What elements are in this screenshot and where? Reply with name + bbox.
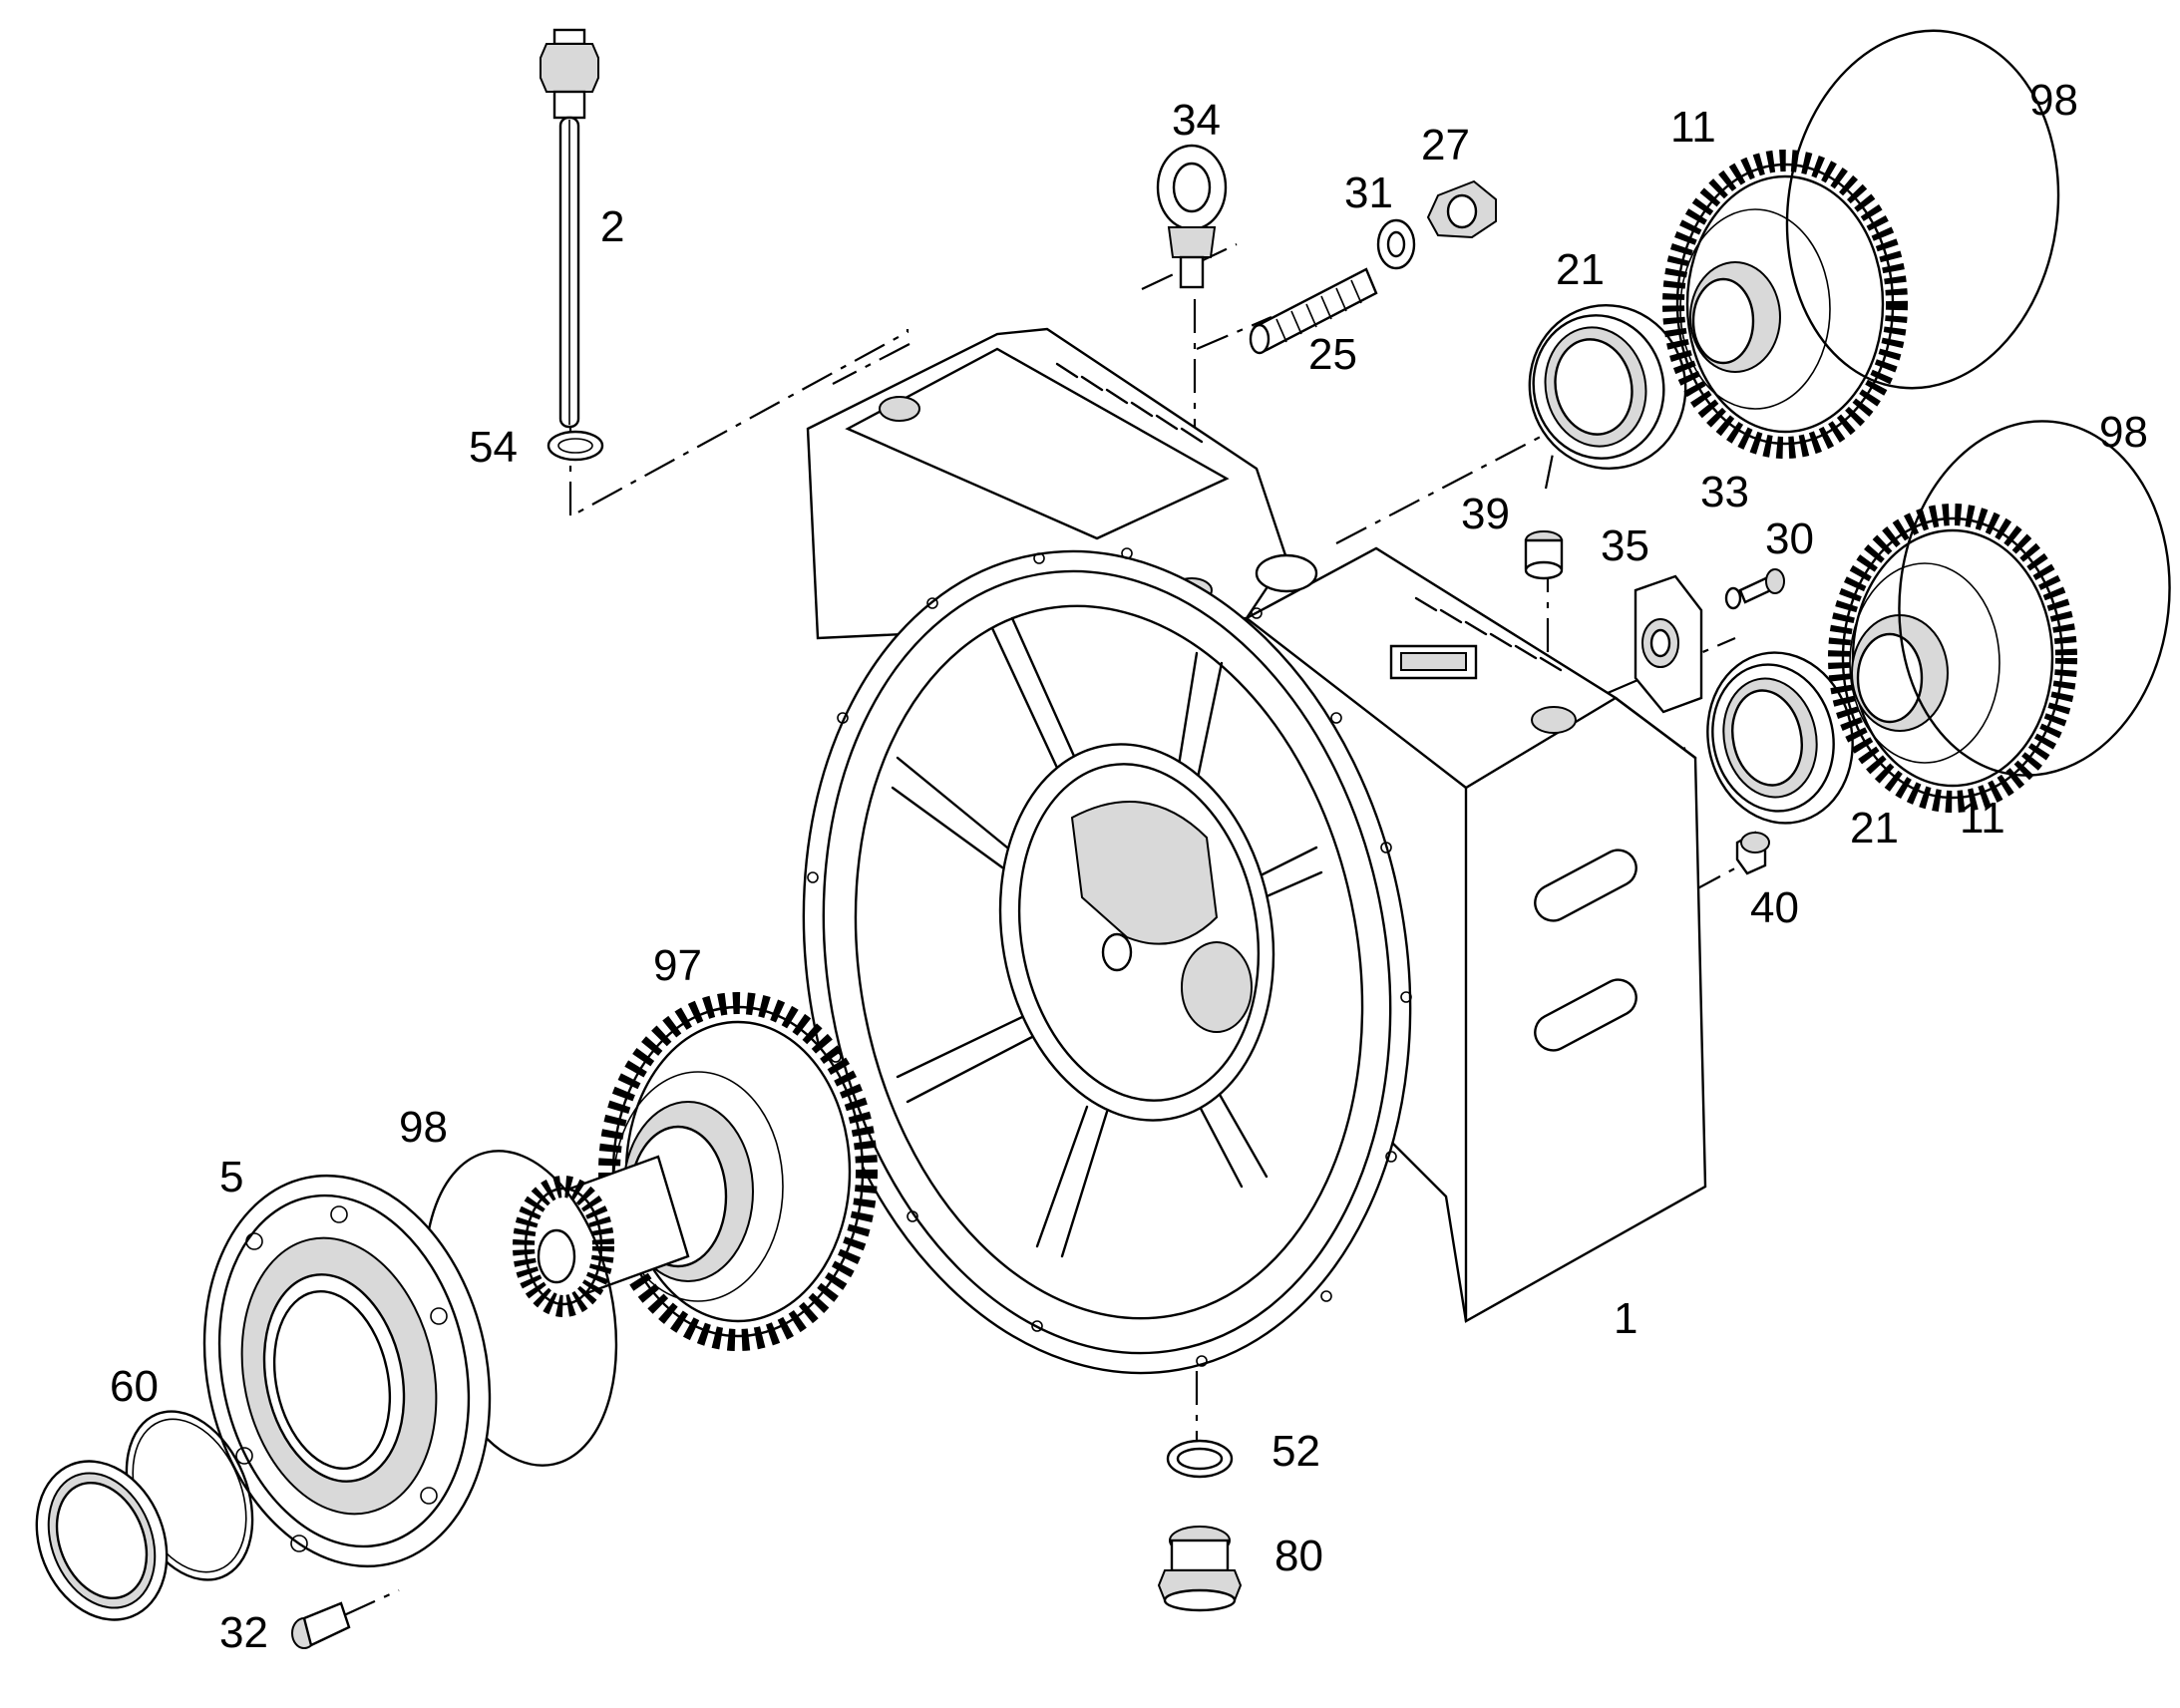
part-33-washer — [1724, 586, 1742, 610]
callout-27: 27 — [1421, 121, 1470, 170]
part-1-housing — [802, 327, 1707, 1375]
part-80-drain-plug — [1157, 1526, 1243, 1612]
callout-32: 32 — [219, 1608, 268, 1657]
part-35-bracket — [1634, 574, 1703, 714]
part-40-plug — [1735, 831, 1770, 875]
callout-40: 40 — [1750, 883, 1799, 932]
part-52-seal-ring — [1166, 1439, 1234, 1479]
callout-30: 30 — [1765, 514, 1814, 563]
callout-33: 33 — [1700, 468, 1749, 516]
part-34-eye-bolt — [1156, 144, 1228, 289]
part-21-bearing-upper — [1528, 303, 1687, 471]
callout-98-upper: 98 — [2029, 76, 2078, 125]
part-97-pinion-gear — [513, 992, 878, 1351]
part-2-dipstick-tube — [540, 28, 599, 429]
callout-98-right: 98 — [2099, 408, 2148, 457]
part-32-screw — [291, 1588, 400, 1649]
callout-2: 2 — [600, 202, 624, 251]
part-54-seal-ring — [546, 430, 604, 462]
callout-80: 80 — [1274, 1532, 1323, 1580]
housing-cooling-fins-right — [1414, 596, 1563, 672]
part-21-bearing-lower — [1706, 651, 1854, 825]
shaft-seal — [35, 1460, 169, 1621]
callout-54: 54 — [469, 423, 518, 472]
callout-34: 34 — [1172, 96, 1221, 145]
housing-internal-ribs — [891, 616, 1323, 1258]
housing-side-ribs — [1534, 849, 1637, 1052]
part-11-gear-lower — [1828, 504, 2077, 813]
callout-11-lower: 11 — [1960, 794, 2005, 843]
callout-52: 52 — [1272, 1427, 1320, 1476]
callout-1: 1 — [1614, 1294, 1637, 1343]
part-25-stud — [1249, 267, 1378, 355]
part-11-gear-upper — [1662, 150, 1908, 459]
callout-5: 5 — [219, 1153, 243, 1201]
part-98-o-ring-right — [1898, 420, 2171, 777]
callout-39: 39 — [1461, 490, 1510, 538]
part-5-bearing-cover — [202, 1174, 492, 1568]
flange-bolt-holes — [807, 547, 1412, 1367]
callout-21-upper: 21 — [1556, 245, 1605, 294]
callout-60: 60 — [110, 1362, 159, 1411]
cover-bolt-holes — [235, 1205, 448, 1552]
part-98-o-ring-upper — [1785, 29, 2060, 390]
part-27-nut — [1426, 179, 1497, 239]
part-30-screw — [1738, 568, 1785, 604]
callout-25: 25 — [1308, 330, 1357, 379]
callout-21-lower: 21 — [1850, 804, 1899, 853]
callout-97: 97 — [653, 941, 702, 990]
callout-35: 35 — [1601, 521, 1649, 570]
callout-11-upper: 11 — [1670, 103, 1716, 152]
part-39-plug — [1524, 530, 1564, 580]
callout-98-lower: 98 — [399, 1103, 448, 1152]
callout-31: 31 — [1344, 169, 1393, 217]
callout-labels: 1 2 5 11 11 21 21 25 27 30 31 32 33 34 3… — [110, 76, 2148, 1657]
housing-cooling-fins-left — [1055, 362, 1204, 444]
part-31-washer — [1376, 218, 1416, 270]
